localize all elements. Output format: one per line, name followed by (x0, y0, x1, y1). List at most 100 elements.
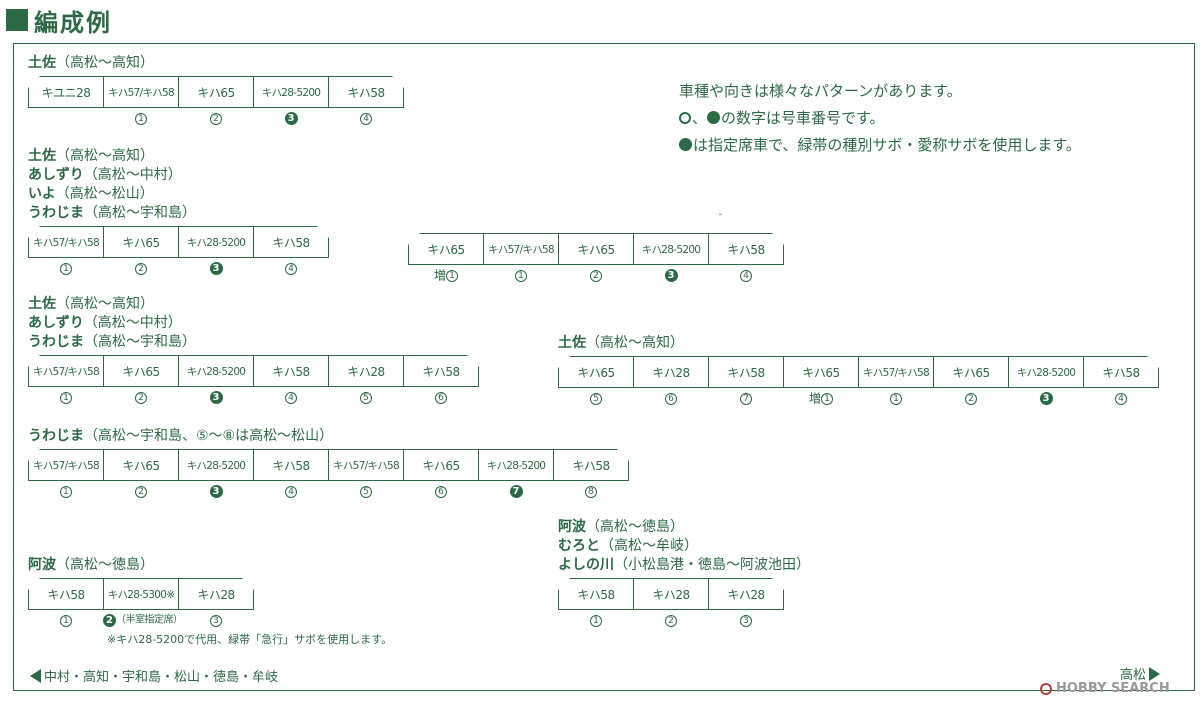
reserved-car-number: 3 (209, 262, 223, 275)
car-number: 5 (328, 483, 404, 499)
car-number-value: 1 (890, 392, 902, 405)
legend: 車種や向きは様々なパターンがあります。 、の数字は号車番号です。 は指定席車で、… (679, 78, 1081, 159)
rail-car: キハ57/キハ58 (28, 226, 104, 258)
rail-car: キハ65 (408, 233, 484, 265)
formation: 阿波（高松〜徳島）むろと（高松〜牟岐）よしの川（小松島港・徳島〜阿波池田）キハ5… (558, 518, 810, 628)
service-route: （高松〜高知） (56, 148, 154, 164)
car-number: 2 (933, 390, 1009, 406)
service-route: （高松〜宇和島、⑤〜⑧は高松〜松山） (84, 428, 334, 444)
car-number: 5 (328, 389, 404, 405)
rail-car: キハ65 (103, 226, 179, 258)
car-model: キハ28-5300※ (107, 588, 175, 601)
car-number-value: 3 (740, 614, 752, 627)
rail-car: キハ28 (328, 355, 404, 387)
car-model: キハ58 (727, 365, 765, 380)
right-arrow-icon (1149, 666, 1161, 681)
service-title: 阿波 (28, 557, 56, 573)
car-number: 7 (708, 390, 784, 406)
car-number-value: 4 (1115, 392, 1127, 405)
car-model: キハ57/キハ58 (488, 243, 555, 256)
car-number-value: 2 (965, 392, 977, 405)
car-number: 2 (103, 483, 179, 499)
rail-car: キハ58 (1083, 356, 1159, 388)
rail-car: キハ28 (178, 578, 254, 610)
car-number: 6 (403, 389, 479, 405)
car-model: キハ65 (577, 242, 615, 257)
service-name: よしの川（小松島港・徳島〜阿波池田） (558, 556, 810, 575)
diagram-frame (13, 43, 1195, 691)
service-name: あしずり（高松〜中村） (28, 166, 328, 185)
service-name: 阿波（高松〜徳島） (558, 518, 810, 537)
car-number-value: 1 (60, 485, 72, 498)
car-model: キハ65 (802, 365, 840, 380)
rail-car: キハ28-5300※ (103, 578, 179, 610)
car-model: キハ58 (47, 587, 85, 602)
page-header: 編成例 (6, 4, 112, 37)
legend-line-1: 車種や向きは様々なパターンがあります。 (679, 82, 962, 100)
car-model: キハ57/キハ58 (863, 366, 930, 379)
car-number: 3 (633, 267, 709, 283)
service-name: いよ（高松〜松山） (28, 185, 328, 204)
car-number-value: 2 (135, 391, 147, 404)
rail-car: キハ57/キハ58 (28, 355, 104, 387)
rail-car: キハ58 (253, 449, 329, 481)
car-number: 7 (478, 483, 554, 499)
car-model: キハ65 (197, 85, 235, 100)
footnote: ※キハ28-5200で代用、緑帯「急行」サボを使用します。 (107, 633, 393, 646)
car-number: 2 (178, 110, 254, 126)
watermark: HOBBY SEARCH (1040, 681, 1170, 696)
car-model: キハ65 (122, 235, 160, 250)
car-number-value: 2 (590, 269, 602, 282)
rail-car: キハ58 (328, 76, 404, 108)
service-title: うわじま (28, 205, 84, 221)
car-number-value: 1 (60, 391, 72, 404)
car-number: 8 (553, 483, 629, 499)
car-number-value: 4 (285, 391, 297, 404)
rail-car: キハ28-5200 (633, 233, 709, 265)
service-title: 土佐 (558, 335, 586, 351)
car-model: キハ65 (422, 458, 460, 473)
reserved-car-number: 7 (509, 485, 523, 498)
car-number: 4 (708, 267, 784, 283)
car-model: キハ58 (422, 364, 460, 379)
header-square-icon (6, 9, 28, 31)
rail-car: キハ28 (708, 578, 784, 610)
car-number-value: 1 (60, 262, 72, 275)
car-number: 4 (253, 260, 329, 276)
rail-car: キハ58 (558, 578, 634, 610)
service-route: （高松〜徳島） (586, 519, 684, 535)
car-number (28, 110, 104, 126)
legend-line-3-text: は指定席車で、緑帯の種別サボ・愛称サボを使用します。 (693, 136, 1081, 154)
rail-car: キハ58 (403, 355, 479, 387)
car-model: キハ28 (197, 587, 235, 602)
direction-left-label: 中村・高知・宇和島・松山・徳島・牟岐 (44, 670, 279, 685)
car-model: キハ57/キハ58 (108, 86, 175, 99)
service-route: （高松〜宇和島） (84, 205, 196, 221)
service-route: （小松島港・徳島〜阿波池田） (614, 557, 810, 573)
rail-car: キハ58 (708, 233, 784, 265)
car-number-value: 6 (435, 485, 447, 498)
car-number: 3 (1008, 390, 1084, 406)
service-title: 土佐 (28, 148, 56, 164)
car-number: 3 (178, 260, 254, 276)
car-number: 1 (28, 260, 104, 276)
car-number-value: 1 (135, 112, 147, 125)
extra-car-mark: 増 (808, 391, 821, 406)
rail-car: キハ58 (553, 449, 629, 481)
service-title: 土佐 (28, 55, 56, 71)
rail-car: キハ65 (558, 233, 634, 265)
rail-car: キハ57/キハ58 (328, 449, 404, 481)
rail-car: キハ65 (103, 449, 179, 481)
car-model: キハ28 (727, 587, 765, 602)
filled-circle-icon (679, 138, 692, 151)
stray-mark: ﾞ (719, 214, 724, 225)
rail-car: キハ57/キハ58 (103, 76, 179, 108)
car-number: 1 (558, 612, 634, 628)
service-name: うわじま（高松〜宇和島、⑤〜⑧は高松〜松山） (28, 427, 628, 446)
